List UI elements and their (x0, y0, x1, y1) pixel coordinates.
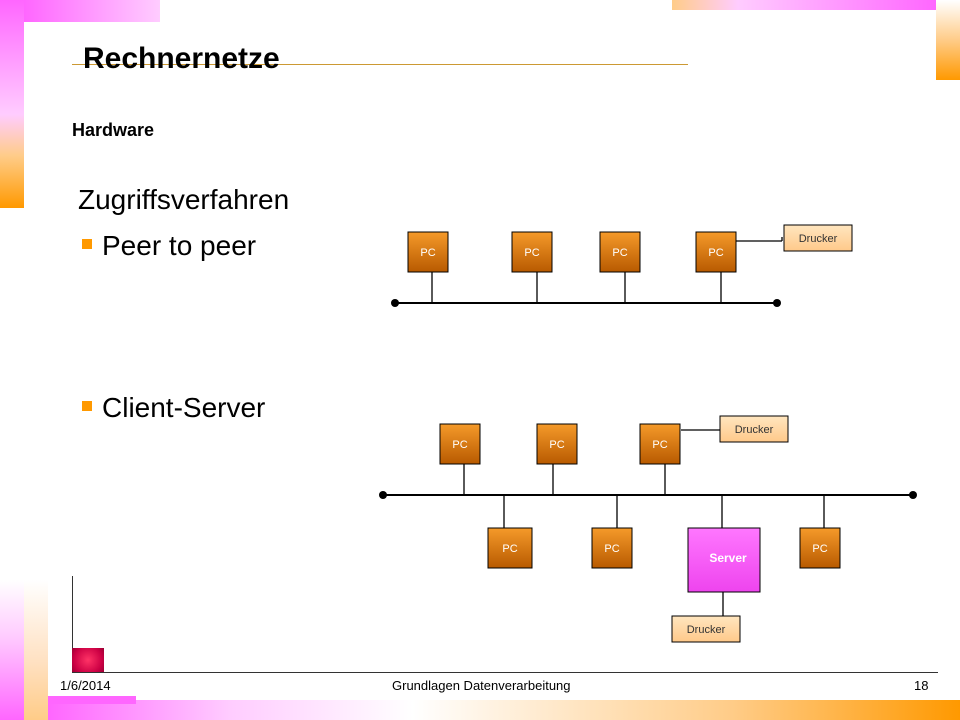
decorative-bar-top-right (672, 0, 936, 10)
pc-label: PC (612, 247, 627, 259)
pc-label: PC (524, 247, 539, 259)
footer-course-title: Grundlagen Datenverarbeitung (392, 678, 571, 693)
decorative-bar-bottom (48, 700, 960, 720)
cs-pc-bottom-2: PC (591, 527, 633, 569)
section-heading: Zugriffsverfahren (78, 184, 290, 215)
bullet-text: Client-Server (102, 392, 266, 423)
footer-vertical-line (72, 576, 73, 672)
pc-label: PC (452, 439, 467, 451)
cs-printer-top: Drucker (719, 415, 789, 443)
bus-end-dot (391, 299, 399, 307)
footer-divider (72, 672, 938, 673)
cs-pc-top-1: PC (439, 423, 481, 465)
slide-title: Rechnernetze (83, 42, 280, 75)
bullet-client-server: Client-Server (82, 392, 265, 424)
printer-label: Drucker (687, 624, 726, 636)
pc-label: PC (604, 543, 619, 555)
bullet-text: Peer to peer (102, 230, 257, 261)
p2p-printer: Drucker (783, 224, 853, 252)
cs-pc-top-2: PC (536, 423, 578, 465)
decorative-bar-right (936, 0, 960, 80)
bus-end-dot (909, 491, 917, 499)
p2p-pc-2: PC (511, 231, 553, 273)
cs-printer-bottom: Drucker (671, 615, 741, 643)
decorative-bar-top-left (24, 0, 160, 22)
decorative-strip-bottom (48, 696, 136, 704)
pc-label: PC (652, 439, 667, 451)
bullet-peer-to-peer: Peer to peer (82, 230, 256, 262)
footer-page-number: 18 (914, 678, 929, 693)
pc-label: PC (549, 439, 564, 451)
pc-label: PC (812, 543, 827, 555)
bullet-square-icon (82, 239, 92, 249)
cs-pc-top-3: PC (639, 423, 681, 465)
p2p-pc-1: PC (407, 231, 449, 273)
slide-subtitle: Hardware (72, 120, 155, 140)
decorative-bar-left-bottom (0, 580, 24, 720)
bus-end-dot (379, 491, 387, 499)
cs-pc-bottom-3: PC (799, 527, 841, 569)
p2p-pc-3: PC (599, 231, 641, 273)
pc-label: PC (502, 543, 517, 555)
server-label: Server (709, 551, 747, 565)
cs-server: Server (687, 527, 761, 593)
bullet-square-icon (82, 401, 92, 411)
p2p-pc-4: PC (695, 231, 737, 273)
pc-label: PC (420, 247, 435, 259)
printer-label: Drucker (799, 233, 838, 245)
corner-accent-square (72, 648, 104, 672)
title-underline (72, 64, 688, 65)
pc-label: PC (708, 247, 723, 259)
decorative-bar-left-bottom-inner (24, 580, 48, 720)
printer-label: Drucker (735, 424, 774, 436)
footer-date: 1/6/2014 (60, 678, 111, 693)
decorative-bar-left-top (0, 0, 24, 208)
cs-pc-bottom-1: PC (487, 527, 533, 569)
bus-end-dot (773, 299, 781, 307)
